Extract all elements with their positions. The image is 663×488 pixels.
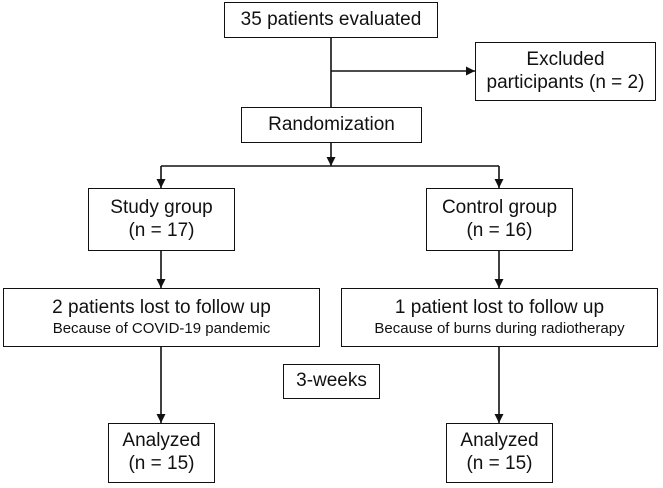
study-analyzed-title: Analyzed: [122, 430, 201, 452]
control-lost-box: 1 patient lost to follow up Because of b…: [341, 288, 658, 347]
control-analyzed-count: (n = 15): [466, 453, 533, 474]
control-group-title: Control group: [441, 196, 558, 218]
study-group-box: Study group (n = 17): [88, 188, 235, 251]
control-group-box: Control group (n = 16): [426, 188, 573, 251]
study-analyzed-box: Analyzed (n = 15): [108, 423, 215, 483]
control-lost-title: 1 patient lost to follow up: [394, 297, 605, 319]
evaluated-box: 35 patients evaluated: [224, 2, 438, 38]
study-group-count: (n = 17): [128, 219, 195, 241]
randomization-label: Randomization: [268, 113, 395, 135]
study-group-title: Study group: [110, 196, 213, 218]
excluded-label-line2: participants (n = 2): [486, 71, 645, 93]
control-analyzed-box: Analyzed (n = 15): [446, 423, 553, 483]
excluded-label-line1: Excluded: [526, 48, 605, 70]
study-lost-title: 2 patients lost to follow up: [52, 297, 271, 319]
excluded-box: Excluded participants (n = 2): [475, 42, 656, 101]
duration-label: 3-weeks: [296, 370, 367, 392]
evaluated-label: 35 patients evaluated: [240, 8, 422, 30]
control-analyzed-title: Analyzed: [460, 430, 539, 452]
control-group-count: (n = 16): [466, 219, 533, 241]
study-analyzed-count: (n = 15): [128, 453, 195, 474]
study-lost-box: 2 patients lost to follow up Because of …: [3, 288, 320, 347]
randomization-box: Randomization: [241, 107, 422, 143]
study-lost-reason: Because of COVID-19 pandemic: [52, 319, 271, 337]
control-lost-reason: Because of burns during radiotherapy: [374, 319, 625, 337]
duration-box: 3-weeks: [283, 364, 380, 399]
